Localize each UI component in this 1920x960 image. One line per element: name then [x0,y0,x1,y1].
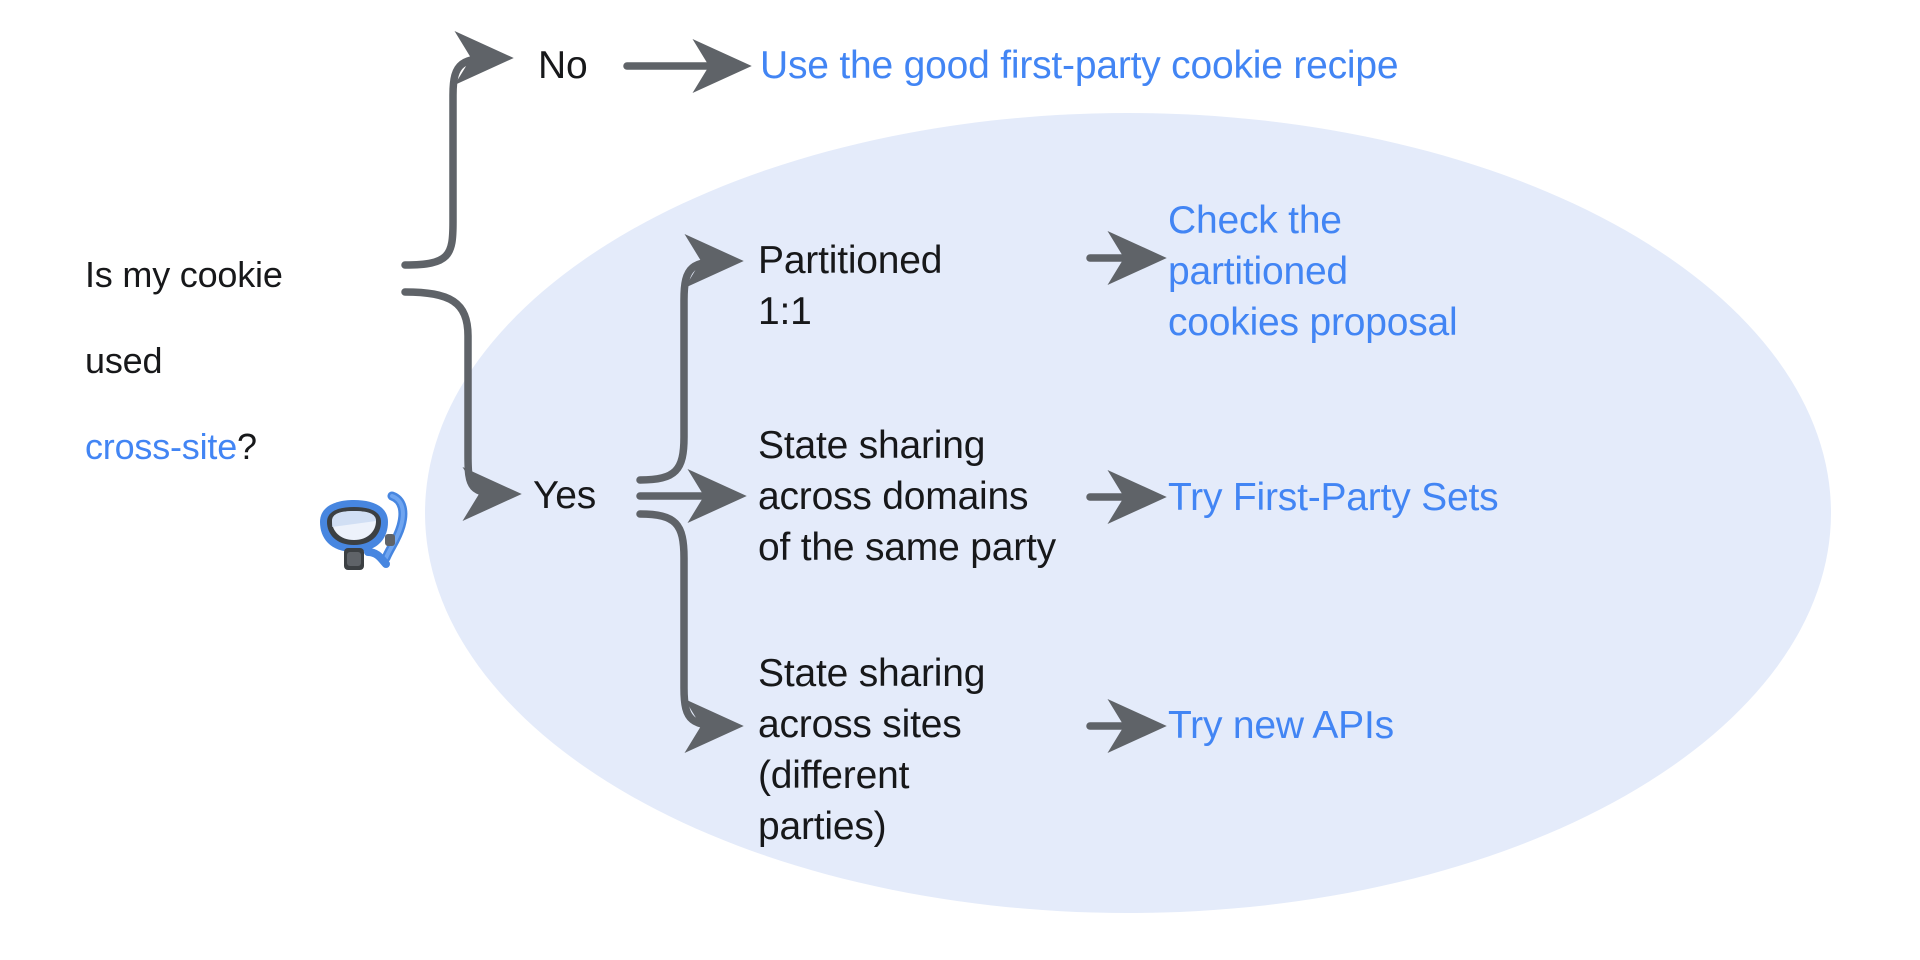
case-label-partitioned: Partitioned 1:1 [758,239,943,333]
question-block: Is my cookie used cross-site? [85,210,385,511]
outcome-use-first-party-cookie-recipe[interactable]: Use the good first-party cookie recipe [760,44,1399,87]
diving-mask-icon [320,491,408,570]
outcome-try-new-apis[interactable]: Try new APIs [1168,704,1394,747]
branch-label-no: No [538,44,588,87]
case-label-state-sharing-domains: State sharing across domains of the same… [758,424,1056,569]
connector-yes-to-state-sites [636,510,744,753]
connector-question-to-yes [401,288,522,521]
case-label-state-sharing-sites: State sharing across sites (different pa… [758,652,986,848]
outcome-check-partitioned-cookies-proposal[interactable]: Check the partitioned cookies proposal [1168,199,1458,344]
connector-question-to-no [401,31,514,269]
outcome-try-first-party-sets[interactable]: Try First-Party Sets [1168,476,1499,519]
connector-yes-to-partitioned [636,234,744,484]
branch-label-yes: Yes [533,474,597,517]
question-line-1: Is my cookie [85,254,283,295]
question-line-3: cross-site? [85,425,385,468]
question-line-2: used [85,340,163,381]
question-mark: ? [237,426,257,467]
cross-site-link[interactable]: cross-site [85,426,238,467]
